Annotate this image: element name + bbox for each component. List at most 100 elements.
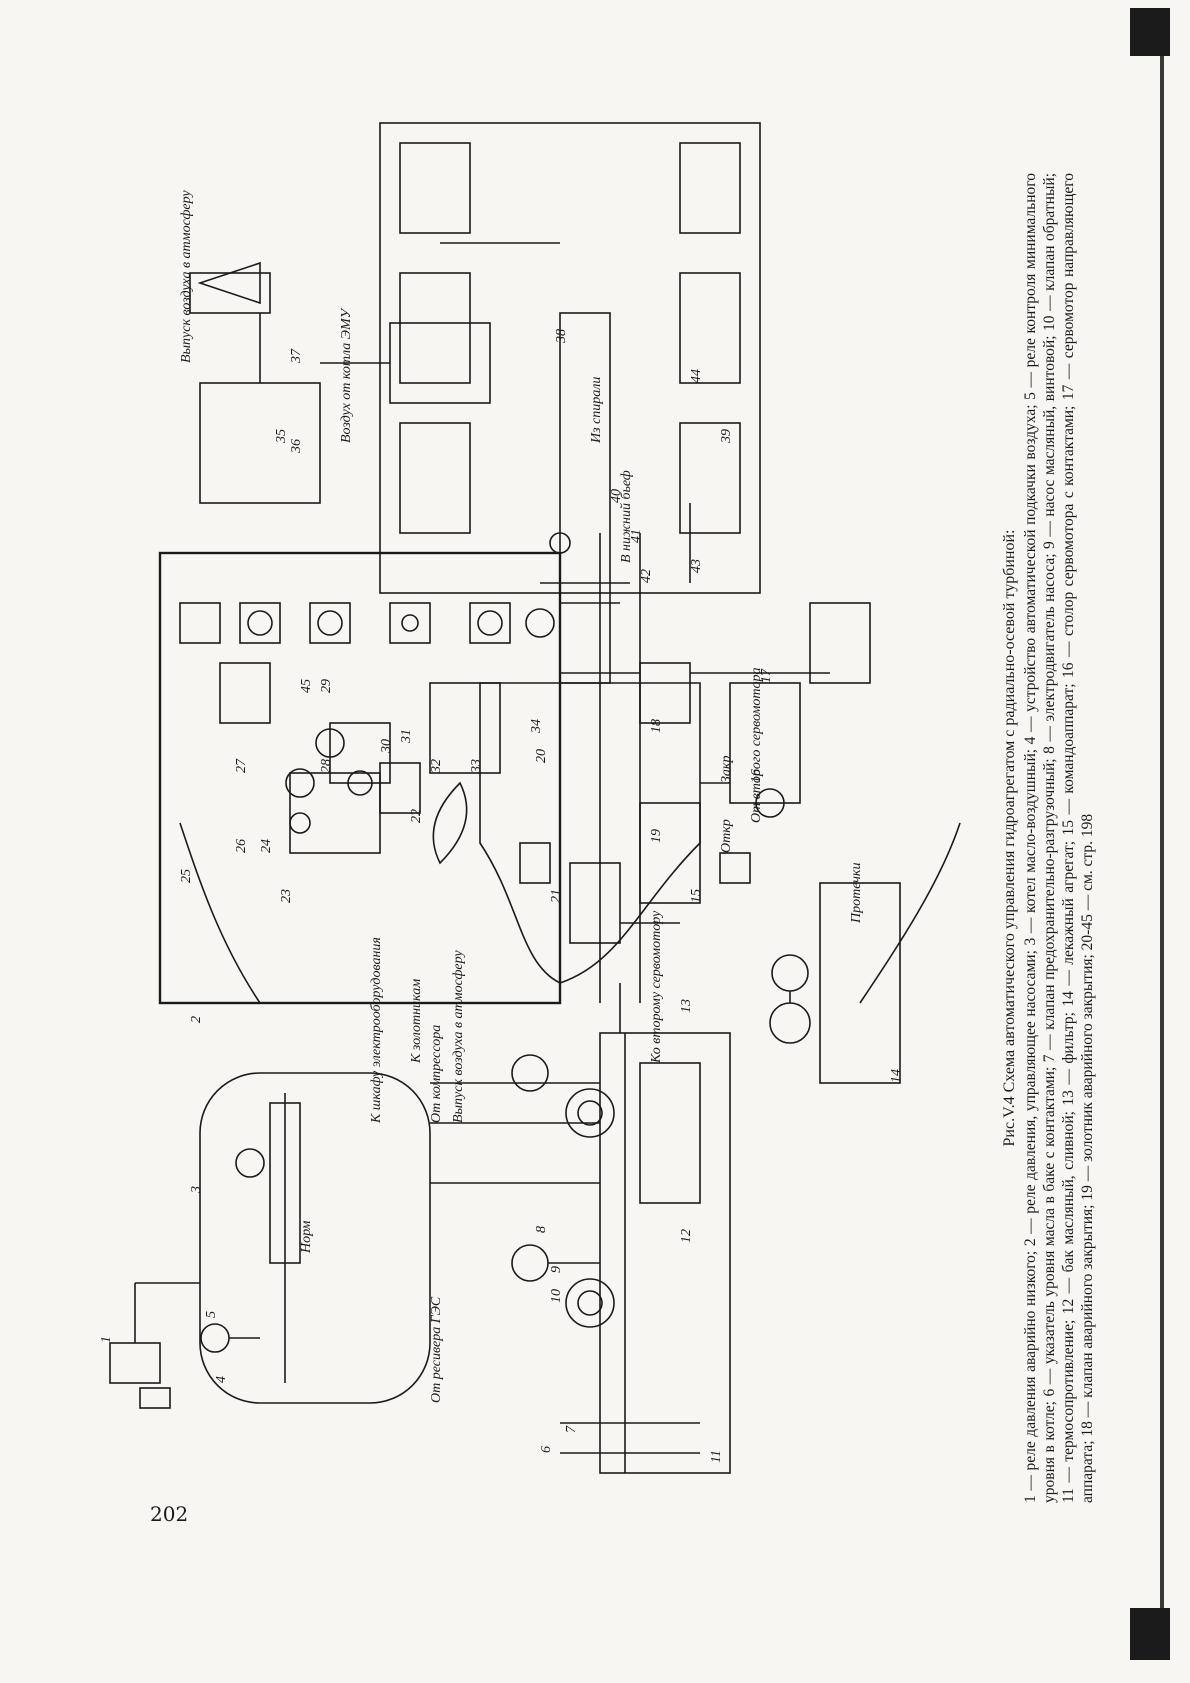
valve-20 bbox=[519, 842, 551, 884]
pump-motor-right bbox=[511, 1054, 549, 1092]
ref-num-1: 1 bbox=[99, 1336, 114, 1343]
label-to-spiral: Из спирали bbox=[589, 377, 604, 444]
pump-motor-left bbox=[511, 1244, 549, 1282]
leakage-motor bbox=[771, 954, 809, 992]
ref-num-30: 30 bbox=[379, 739, 394, 754]
ref-num-35: 35 bbox=[274, 429, 289, 444]
spool-21 bbox=[569, 862, 621, 944]
ref-num-41: 41 bbox=[629, 529, 644, 543]
stopper-16 bbox=[755, 788, 785, 818]
label-open: Откр bbox=[719, 819, 734, 853]
ref-num-22: 22 bbox=[409, 809, 424, 823]
regulator-handwheel bbox=[189, 272, 271, 314]
ref-num-18: 18 bbox=[649, 719, 664, 733]
ref-num-34: 34 bbox=[529, 719, 544, 734]
oil-air-boiler bbox=[199, 1072, 431, 1404]
label-air-release-atm: Выпуск воздуха в атмосферу bbox=[451, 950, 466, 1123]
ref-num-19: 19 bbox=[649, 829, 664, 843]
ref-num-23: 23 bbox=[279, 889, 294, 903]
ref-num-8: 8 bbox=[534, 1226, 549, 1233]
ref-num-20: 20 bbox=[534, 749, 549, 763]
mechanism-33 bbox=[379, 762, 421, 814]
ref-num-14: 14 bbox=[889, 1069, 904, 1083]
scan-edge-line bbox=[1160, 56, 1164, 1608]
mechanism-42 bbox=[329, 722, 391, 784]
label-from-second-servo: От второго сервомотора bbox=[749, 667, 764, 823]
label-to-electrical-cabinet: К шкафу электрооборудования bbox=[369, 937, 384, 1124]
leakage-pump bbox=[769, 1002, 811, 1044]
ref-num-11: 11 bbox=[709, 1450, 724, 1463]
ref-num-16: 16 bbox=[749, 769, 764, 783]
level-relay bbox=[200, 1323, 230, 1353]
ref-num-36: 36 bbox=[289, 439, 304, 454]
ref-num-33: 33 bbox=[469, 759, 484, 774]
accumulator-45-block bbox=[429, 682, 501, 774]
valve-18 bbox=[639, 662, 691, 724]
servomotor-17-lower bbox=[729, 682, 801, 804]
instrument-25 bbox=[179, 602, 221, 644]
air-pump-unit bbox=[109, 1342, 161, 1384]
ref-num-4: 4 bbox=[214, 1376, 229, 1383]
ref-num-26: 26 bbox=[234, 839, 249, 853]
label-from-compressor: От компрессора bbox=[429, 1025, 444, 1123]
air-valve-37 bbox=[389, 322, 491, 404]
label-close: Закр bbox=[719, 756, 734, 783]
ref-num-43: 43 bbox=[689, 559, 704, 573]
scan-edge-top bbox=[1130, 8, 1170, 56]
mechanism-44 bbox=[809, 602, 871, 684]
ref-num-24: 24 bbox=[259, 839, 274, 853]
servomotor-17 bbox=[289, 772, 381, 854]
label-air-release-top: Выпуск воздуха в атмосферу bbox=[179, 190, 194, 363]
ref-num-17: 17 bbox=[759, 668, 774, 683]
oil-pump-right bbox=[565, 1088, 615, 1138]
ref-num-37: 37 bbox=[289, 348, 304, 364]
label-leakage: Протечки bbox=[849, 863, 864, 924]
figure-title: Рис.V.4 Схема автоматического управления… bbox=[1001, 529, 1018, 1147]
ref-num-39: 39 bbox=[719, 429, 734, 444]
ref-num-6: 6 bbox=[539, 1446, 554, 1453]
ref-num-40: 40 bbox=[609, 489, 624, 503]
label-to-second-servo: Ко второму сервомотору bbox=[649, 910, 664, 1064]
ref-num-2: 2 bbox=[189, 1016, 204, 1023]
spiral-casing-bottom bbox=[179, 822, 261, 1004]
ref-num-32: 32 bbox=[429, 759, 444, 774]
ref-num-10: 10 bbox=[549, 1289, 564, 1303]
generator-winding-3 bbox=[399, 142, 471, 234]
ref-num-27: 27 bbox=[234, 758, 249, 773]
command-apparatus-15 bbox=[719, 852, 751, 884]
ref-num-5: 5 bbox=[204, 1311, 219, 1318]
instrument-28 bbox=[389, 602, 431, 644]
instrument-26 bbox=[239, 602, 281, 644]
turbine-shaft bbox=[559, 312, 611, 684]
spiral-casing-top bbox=[859, 822, 961, 1004]
valve-38 bbox=[549, 532, 571, 554]
oil-pump-left bbox=[565, 1278, 615, 1328]
ref-num-9: 9 bbox=[549, 1266, 564, 1273]
turbine-runner bbox=[479, 682, 701, 984]
mechanism-24 bbox=[219, 662, 271, 724]
boiler-pressure-gauge bbox=[235, 1148, 265, 1178]
ref-num-45: 45 bbox=[299, 679, 314, 693]
ref-num-28: 28 bbox=[319, 759, 334, 773]
ref-num-12: 12 bbox=[679, 1229, 694, 1243]
ref-num-25: 25 bbox=[179, 869, 194, 883]
ref-num-21: 21 bbox=[549, 889, 564, 903]
ref-num-3: 3 bbox=[189, 1186, 204, 1194]
ref-num-31: 31 bbox=[399, 729, 414, 744]
oil-sump-tank bbox=[599, 1032, 731, 1474]
lever-34 bbox=[432, 781, 468, 865]
control-panel-frame bbox=[158, 551, 562, 1005]
label-from-receiver: От ресивера ГЭС bbox=[429, 1296, 444, 1403]
generator-winding-1 bbox=[399, 422, 471, 534]
ref-num-42: 42 bbox=[639, 569, 654, 583]
instrument-29 bbox=[469, 602, 511, 644]
label-air-from-boiler: Воздух от котла ЭМУ bbox=[339, 307, 354, 443]
ref-num-29: 29 bbox=[319, 679, 334, 693]
ref-num-13: 13 bbox=[679, 999, 694, 1013]
ref-num-44: 44 bbox=[689, 369, 704, 383]
generator-winding-2 bbox=[399, 272, 471, 384]
gauge-45 bbox=[525, 608, 555, 638]
figure-legend: 1 — реле давления аварийно низкого; 2 — … bbox=[1022, 173, 1096, 1503]
